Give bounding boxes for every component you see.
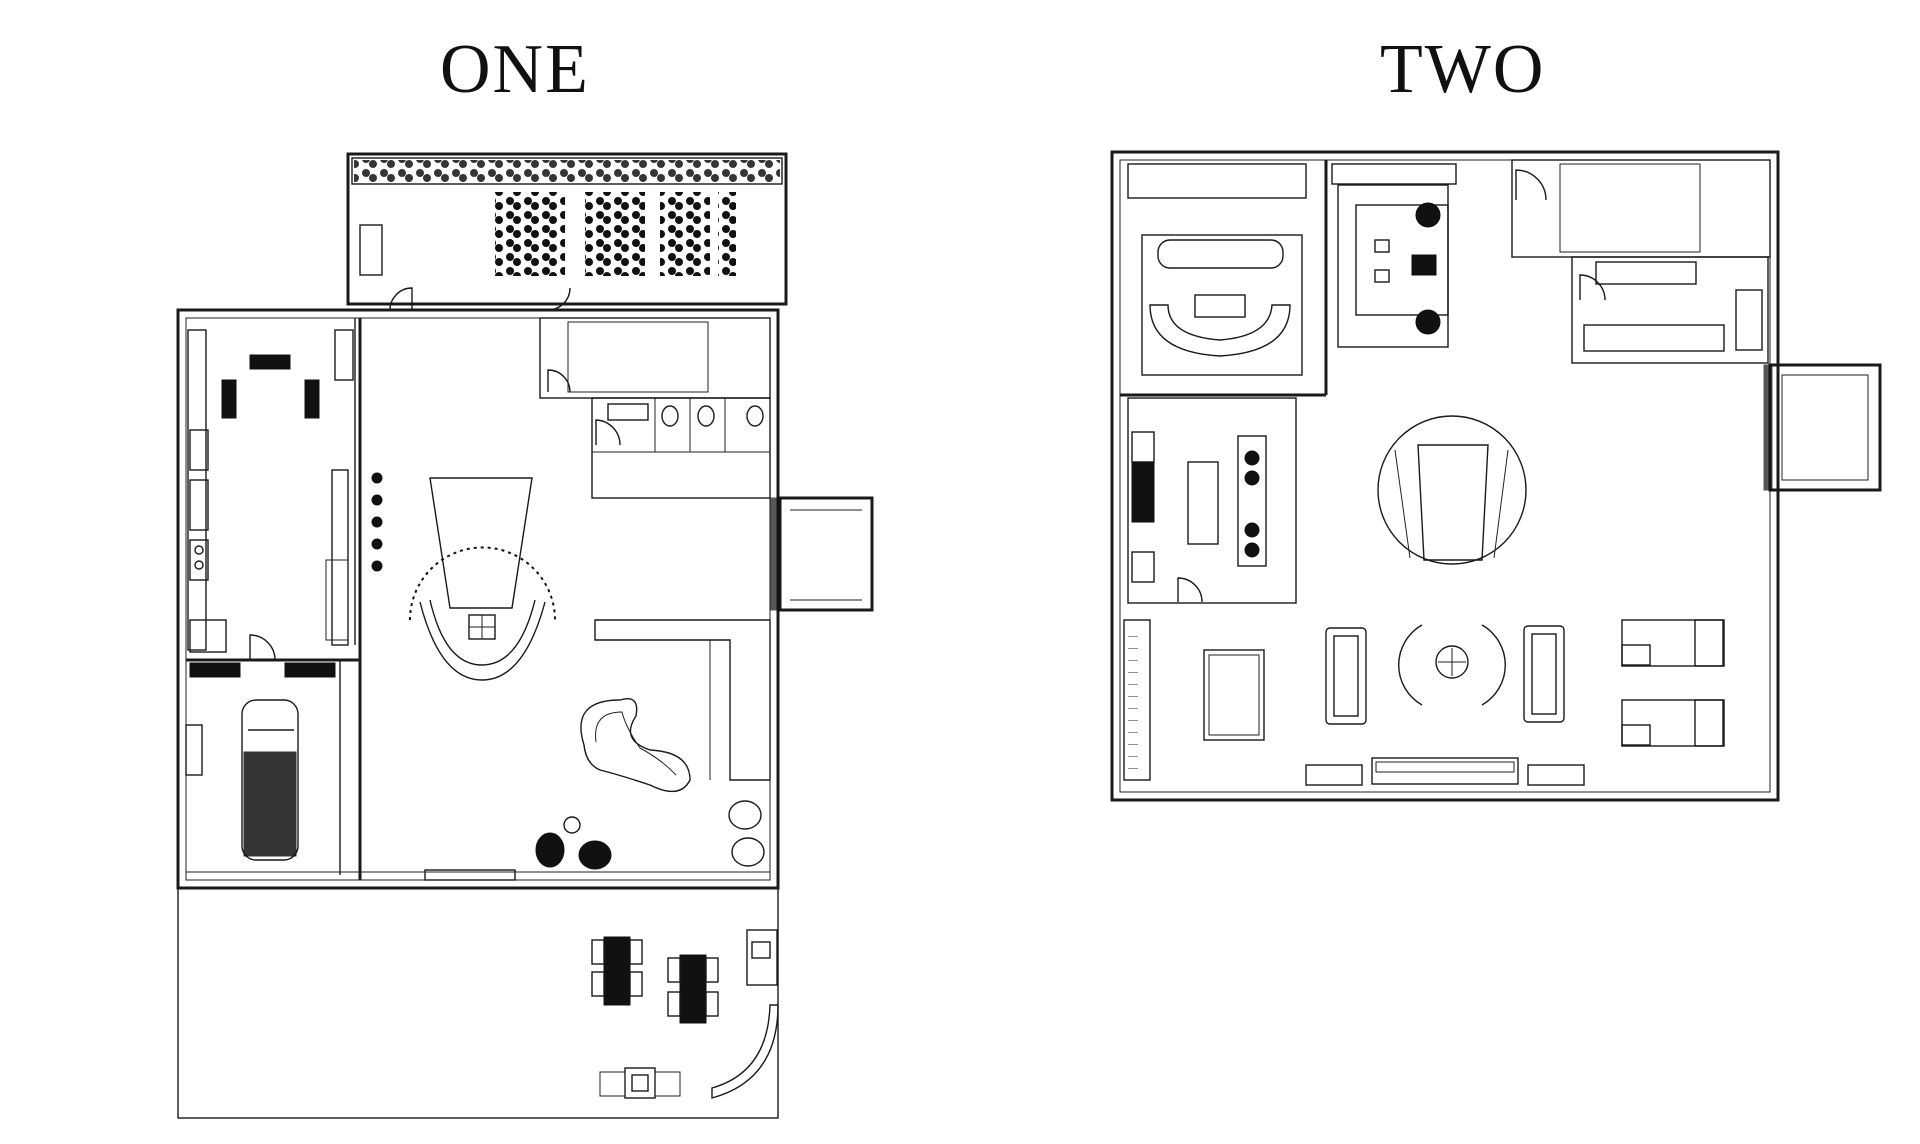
plan-one-title: ONE	[440, 31, 590, 108]
spiral-stair-one	[409, 477, 556, 681]
upper-lounge	[1120, 160, 1328, 397]
study	[1331, 163, 1457, 348]
plan-two	[1110, 150, 1882, 802]
plan-one	[176, 152, 874, 1119]
garage	[185, 662, 336, 861]
greenhouse-annex	[346, 152, 788, 306]
plan-two-title: TWO	[1380, 31, 1546, 108]
kitchen	[187, 329, 383, 653]
terrace	[177, 887, 779, 1119]
living-area-two	[1123, 619, 1725, 786]
spiral-stair-two	[1377, 415, 1527, 565]
stair-two	[1511, 159, 1771, 364]
balcony-extension	[1763, 363, 1882, 492]
closet-room	[1127, 397, 1297, 604]
lounge-furniture	[535, 619, 771, 870]
